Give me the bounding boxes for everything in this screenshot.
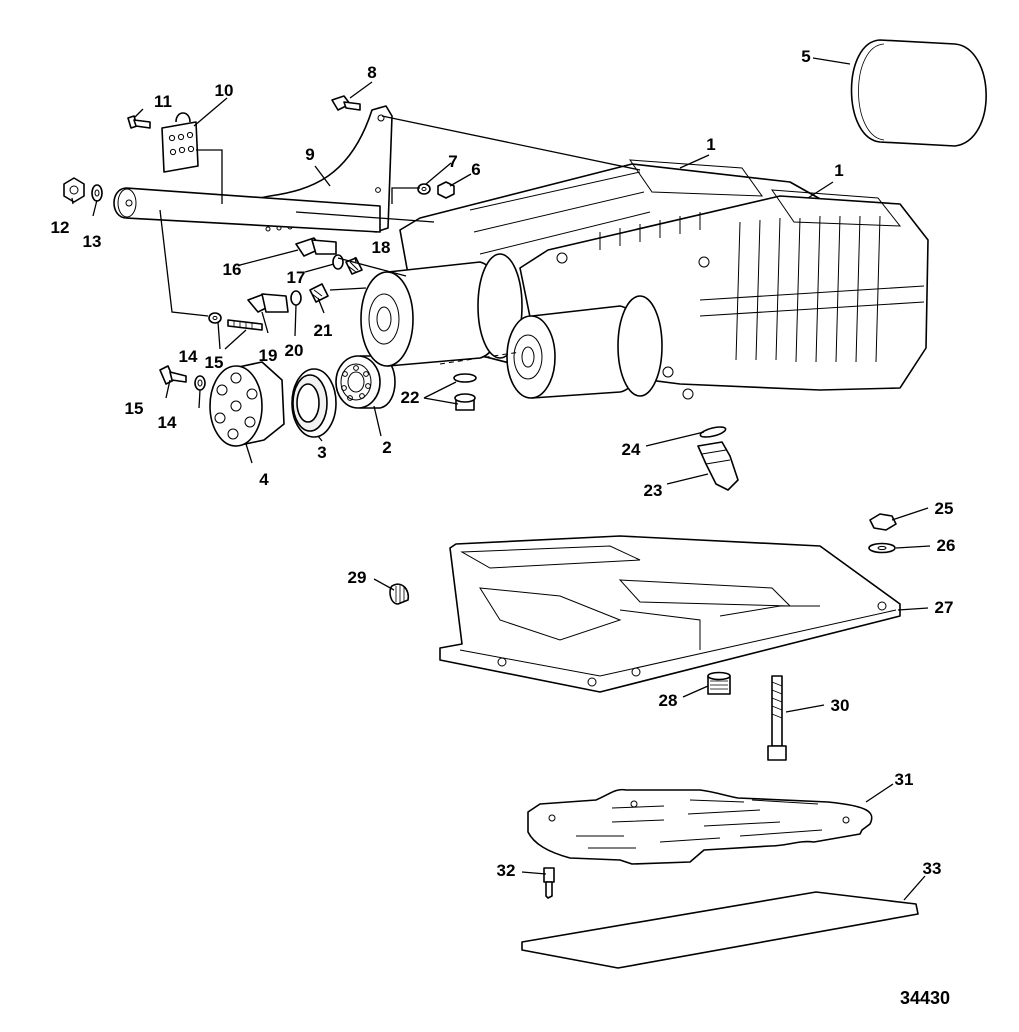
callout-33: 33 [923,859,942,878]
callout-1a: 1 [706,135,715,154]
callout-7: 7 [448,152,457,171]
part-7-washer [417,183,431,195]
part-26-washer [868,542,896,554]
part-17-oring [332,254,344,270]
shaft-rear [360,253,523,367]
callout-5: 5 [801,47,810,66]
part-20-oring [290,290,302,306]
callout-24: 24 [622,440,641,459]
part-27-manifold-base [439,535,901,693]
part-32-screw [543,867,555,899]
callout-26: 26 [937,536,956,555]
callout-11: 11 [154,92,172,111]
leader-lines [71,57,931,901]
callout-9: 9 [305,145,314,164]
part-14-washer-lower [194,375,206,391]
callout-1b: 1 [834,161,843,180]
part-25-nut [869,513,897,531]
callout-19: 19 [259,346,278,365]
callout-10: 10 [215,81,234,100]
callout-20: 20 [285,341,304,360]
callout-14a: 14 [179,347,198,366]
part-30-screw [767,675,787,761]
assembly-lines [159,115,641,365]
callout-6: 6 [471,160,480,179]
callout-15b: 15 [125,399,144,418]
part-4-pulley-hub [209,361,285,447]
part-5-cover [850,39,987,147]
callout-28: 28 [659,691,678,710]
part-15-stud [227,319,263,331]
part-28-plug [707,671,731,695]
callout-labels: 1 1 2 3 4 5 6 7 8 9 10 11 12 13 14 14 15… [51,47,956,880]
callout-25: 25 [935,499,954,518]
tube-arm [113,187,381,233]
part-33-gasket [521,891,919,969]
callout-4: 4 [259,470,269,489]
callout-17: 17 [287,268,306,287]
callout-31: 31 [895,770,914,789]
callout-23: 23 [644,481,663,500]
part-3-seal [291,368,337,438]
callout-12: 12 [51,218,70,237]
part-22-plug [453,373,477,411]
part-24-oring [699,426,727,438]
callout-22: 22 [401,388,420,407]
callout-29: 29 [348,568,367,587]
part-18-fitting [345,257,363,275]
callout-15a: 15 [205,353,224,372]
callout-13: 13 [83,232,102,251]
callout-3: 3 [317,443,326,462]
callout-32: 32 [497,861,516,880]
callout-16: 16 [223,260,242,279]
part-19-fitting [247,293,289,313]
callout-14b: 14 [158,413,177,432]
part-16-fitting [295,237,337,257]
shaft-front [506,295,663,399]
callout-8: 8 [367,63,376,82]
callout-18: 18 [372,238,391,257]
part-15-bolt [159,365,187,385]
figure-id: 34430 [900,988,950,1008]
part-8-bolt [331,95,361,111]
callout-30: 30 [831,696,850,715]
part-31-plate [527,788,873,865]
part-14-washer-upper [208,312,222,324]
callout-21: 21 [314,321,333,340]
part-23-fitting [697,441,739,491]
part-12-nut [63,177,85,203]
part-10-connector-plate [161,112,199,173]
callout-2: 2 [382,438,391,457]
part-13-washer [91,184,103,202]
part-11-screw [127,115,151,129]
callout-27: 27 [935,598,954,617]
part-29-plug [389,583,410,605]
